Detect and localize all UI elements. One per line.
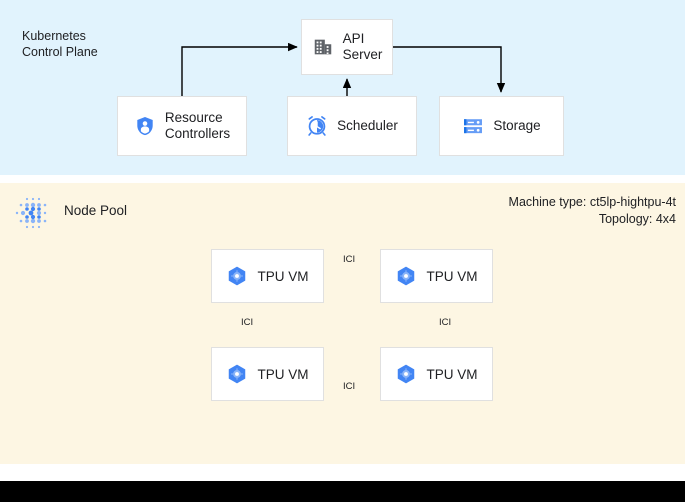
tpu-hexagon-icon xyxy=(229,266,246,286)
ici-label-left: ICI xyxy=(241,317,254,328)
alarm-clock-icon xyxy=(308,116,326,136)
node-tpu-vm-2[interactable]: TPU VM xyxy=(211,347,324,401)
node-scheduler[interactable]: Scheduler xyxy=(287,96,417,156)
tpu-hexagon-icon xyxy=(229,364,246,384)
shield-person-icon xyxy=(137,117,153,136)
ici-label-bottom: ICI xyxy=(343,381,356,392)
node-tpu-vm-3[interactable]: TPU VM xyxy=(380,347,493,401)
node-tpu-vm-0[interactable]: TPU VM xyxy=(211,249,324,303)
tpu-hexagon-icon xyxy=(398,266,415,286)
node-pool-title: Node Pool xyxy=(64,203,128,218)
node-tpu-vm-0-label: TPU VM xyxy=(257,268,309,284)
node-storage[interactable]: Storage xyxy=(439,96,564,156)
dot-cluster-icon xyxy=(15,197,47,229)
node-api-server-label: API Server xyxy=(342,31,383,62)
bottom-bar xyxy=(0,481,685,502)
machine-type-label: Machine type: ct5lp-hightpu-4t xyxy=(508,195,676,209)
server-building-icon xyxy=(314,39,331,55)
ici-label-top: ICI xyxy=(343,254,356,265)
storage-disks-icon xyxy=(464,119,483,134)
node-resource-controllers-label: Resource Controllers xyxy=(164,110,231,141)
tpu-hexagon-icon xyxy=(398,364,415,384)
node-tpu-vm-1[interactable]: TPU VM xyxy=(380,249,493,303)
node-tpu-vm-1-label: TPU VM xyxy=(426,268,478,284)
topology-label: Topology: 4x4 xyxy=(598,212,676,226)
ici-label-right: ICI xyxy=(439,317,452,328)
node-tpu-vm-2-label: TPU VM xyxy=(257,366,309,382)
node-pool-meta: Machine type: ct5lp-hightpu-4t Topology:… xyxy=(509,194,676,228)
node-api-server[interactable]: API Server xyxy=(301,19,393,75)
node-scheduler-label: Scheduler xyxy=(337,118,398,133)
control-plane-title: Kubernetes Control Plane xyxy=(22,29,98,59)
node-tpu-vm-3-label: TPU VM xyxy=(426,366,478,382)
node-storage-label: Storage xyxy=(493,118,541,133)
node-resource-controllers[interactable]: Resource Controllers xyxy=(117,96,247,156)
node-pool-region xyxy=(0,183,685,464)
